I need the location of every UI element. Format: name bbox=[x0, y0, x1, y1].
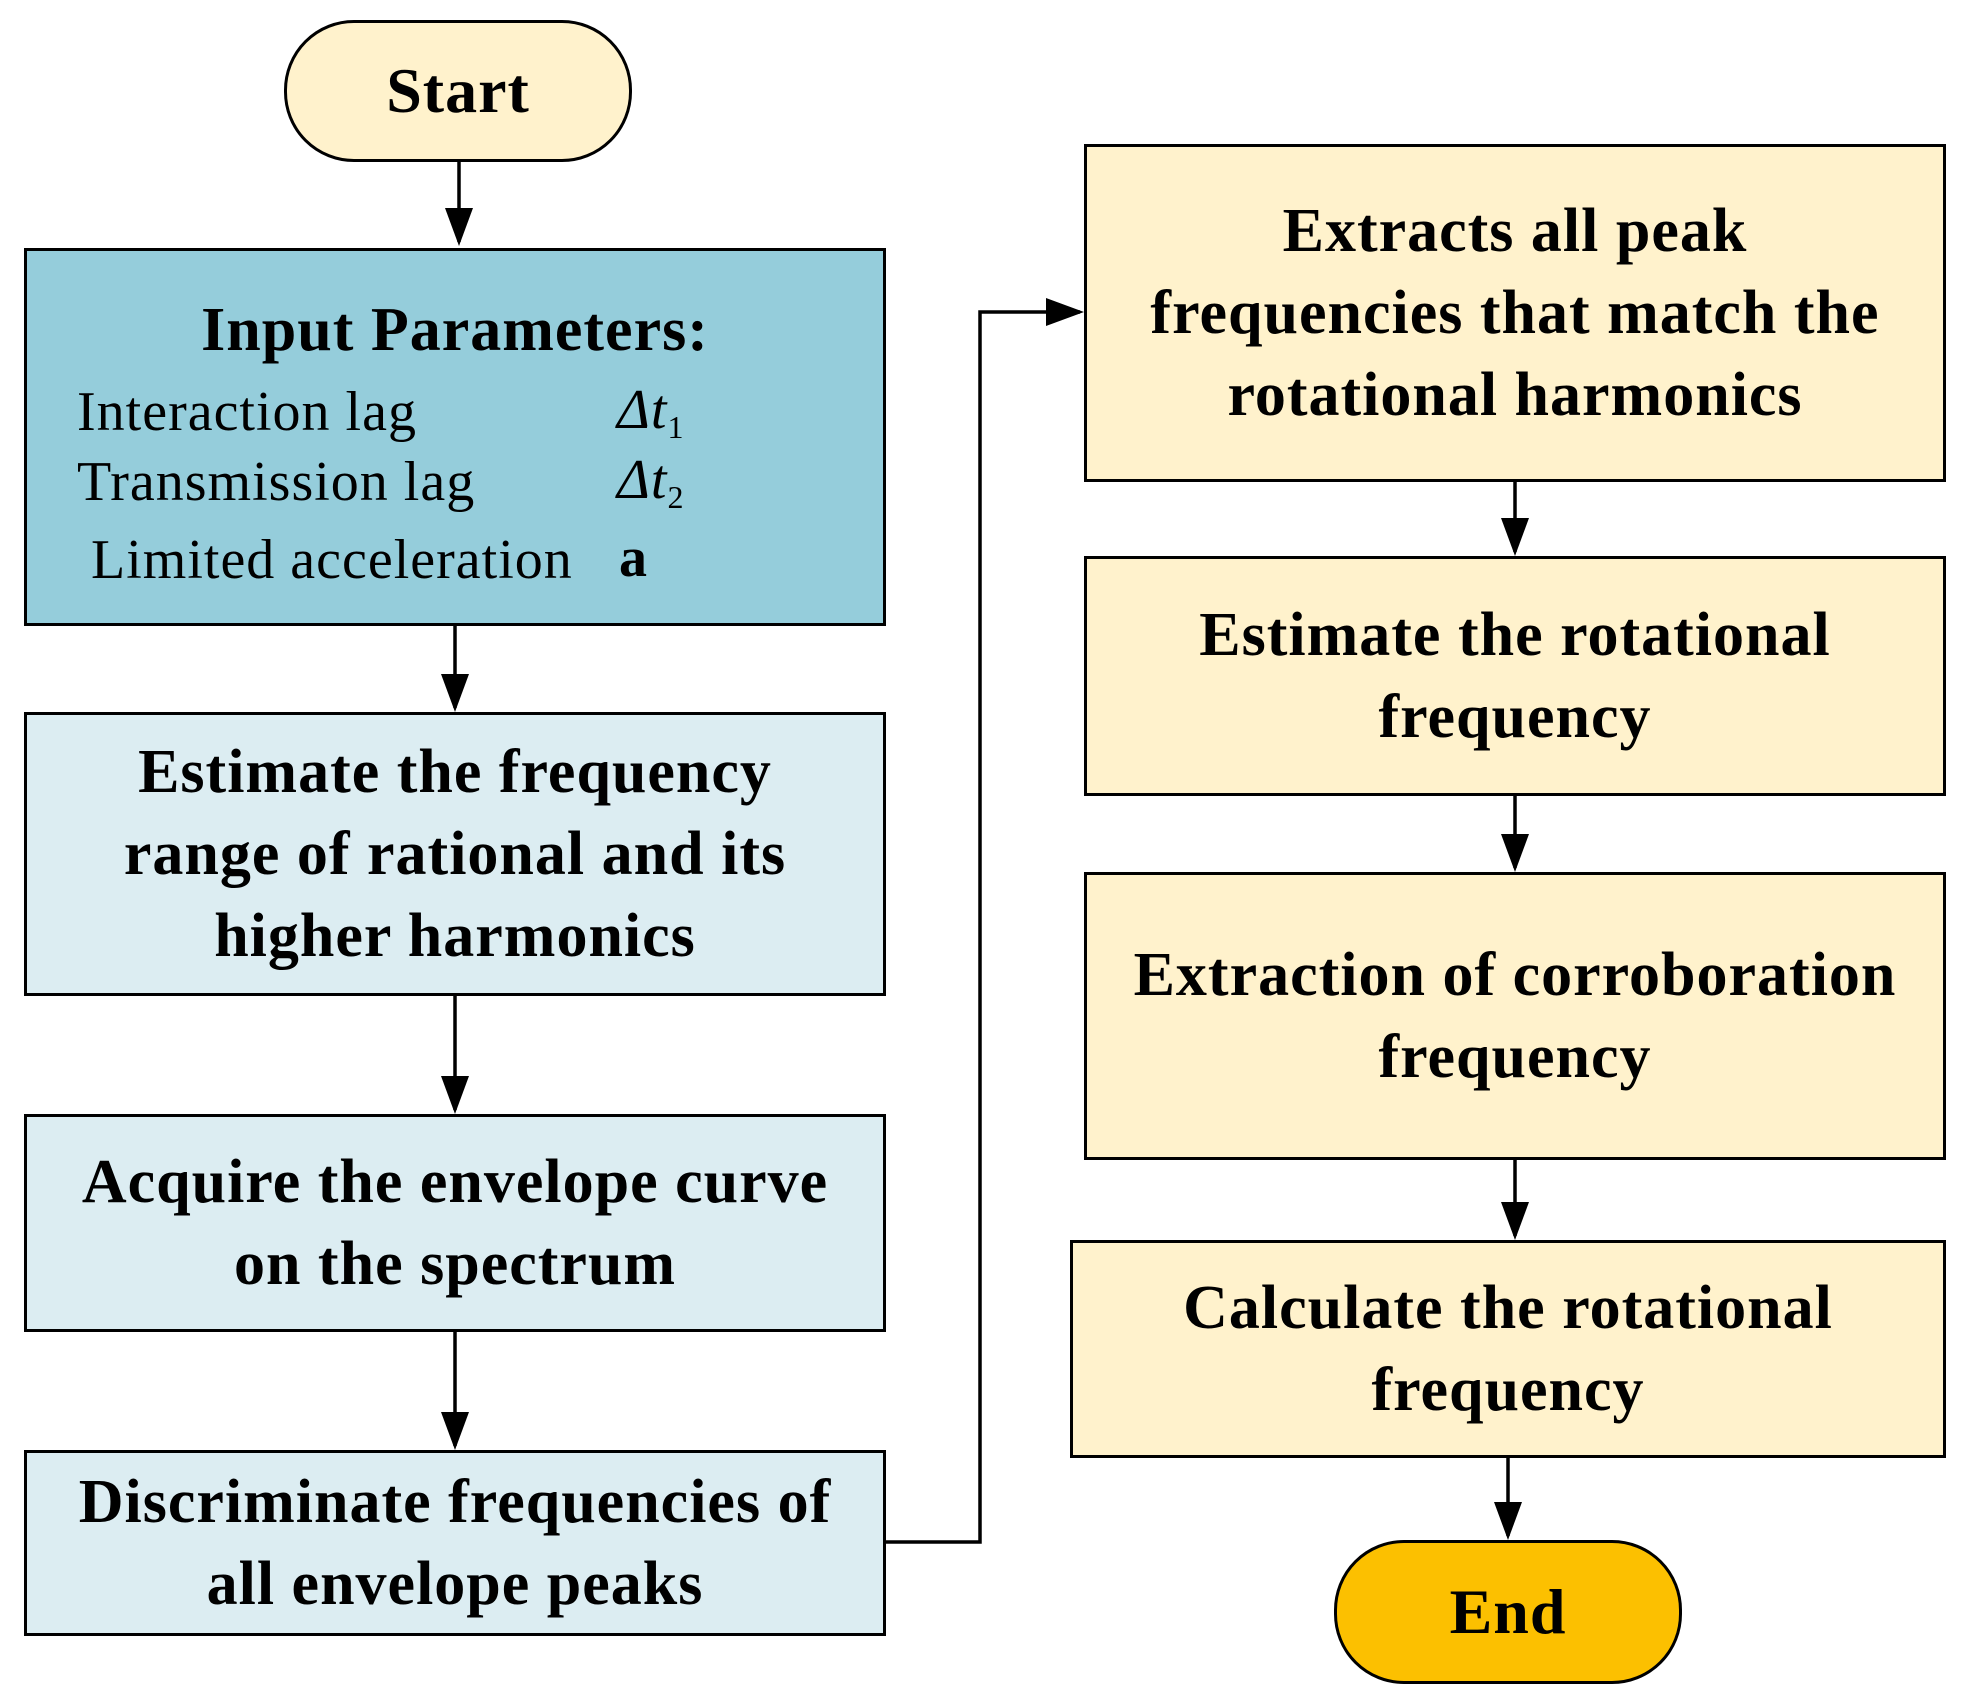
arrow-step3-to-step4 bbox=[884, 310, 1080, 1544]
arrowhead bbox=[1501, 518, 1529, 556]
step-text-line: frequency bbox=[1378, 683, 1652, 751]
step-calculate-rotational-frequency: Calculate the rotational frequency bbox=[1070, 1240, 1946, 1458]
step-text-line: Acquire the envelope curve bbox=[81, 1148, 829, 1216]
step-text-line: higher harmonics bbox=[214, 902, 696, 970]
end-terminal: End bbox=[1334, 1540, 1682, 1684]
step-text-line: all envelope peaks bbox=[206, 1550, 704, 1618]
param-symbol-transmission-lag: Δt2 bbox=[617, 449, 685, 515]
start-terminal: Start bbox=[284, 20, 632, 162]
step-text-line: Extracts all peak bbox=[1282, 197, 1748, 265]
step-discriminate-peak-frequencies: Discriminate frequencies of all envelope… bbox=[24, 1450, 886, 1636]
step-text-line: rotational harmonics bbox=[1227, 361, 1803, 429]
step-extract-peak-frequencies: Extracts all peak frequencies that match… bbox=[1084, 144, 1946, 482]
step-text-line: Discriminate frequencies of bbox=[78, 1468, 832, 1536]
step-acquire-envelope-curve: Acquire the envelope curve on the spectr… bbox=[24, 1114, 886, 1332]
end-label: End bbox=[1449, 1576, 1567, 1647]
step-estimate-frequency-range: Estimate the frequency range of rational… bbox=[24, 712, 886, 996]
step-estimate-rotational-frequency: Estimate the rotational frequency bbox=[1084, 556, 1946, 796]
step-text-line: Extraction of corroboration bbox=[1133, 941, 1897, 1009]
param-symbol-interaction-lag: Δt1 bbox=[617, 379, 685, 445]
step-text-line: frequency bbox=[1371, 1356, 1645, 1424]
arrowhead bbox=[1501, 1202, 1529, 1240]
step-text-line: Estimate the frequency bbox=[138, 738, 772, 806]
param-label-transmission-lag: Transmission lag bbox=[77, 451, 476, 513]
param-label-interaction-lag: Interaction lag bbox=[77, 381, 417, 443]
arrowhead bbox=[1494, 1502, 1522, 1540]
arrowhead bbox=[441, 1412, 469, 1450]
input-parameters-box: Input Parameters: Interaction lag Δt1 Tr… bbox=[24, 248, 886, 626]
arrowhead bbox=[441, 1076, 469, 1114]
step-text-line: frequencies that match the bbox=[1150, 279, 1880, 347]
step-text-line: Calculate the rotational bbox=[1183, 1274, 1833, 1342]
arrowhead bbox=[1046, 298, 1084, 326]
param-label-limited-acceleration: Limited acceleration bbox=[91, 529, 573, 591]
arrowhead bbox=[441, 674, 469, 712]
param-symbol-limited-acceleration: a bbox=[619, 527, 648, 589]
arrowhead bbox=[1501, 834, 1529, 872]
step-extract-corroboration-frequency: Extraction of corroboration frequency bbox=[1084, 872, 1946, 1160]
step-text-line: on the spectrum bbox=[233, 1230, 677, 1298]
input-parameters-title: Input Parameters: bbox=[201, 296, 709, 364]
start-label: Start bbox=[386, 55, 530, 126]
arrowhead bbox=[445, 208, 473, 246]
step-text-line: range of rational and its bbox=[123, 820, 787, 888]
step-text-line: frequency bbox=[1378, 1023, 1652, 1091]
step-text-line: Estimate the rotational bbox=[1199, 601, 1831, 669]
